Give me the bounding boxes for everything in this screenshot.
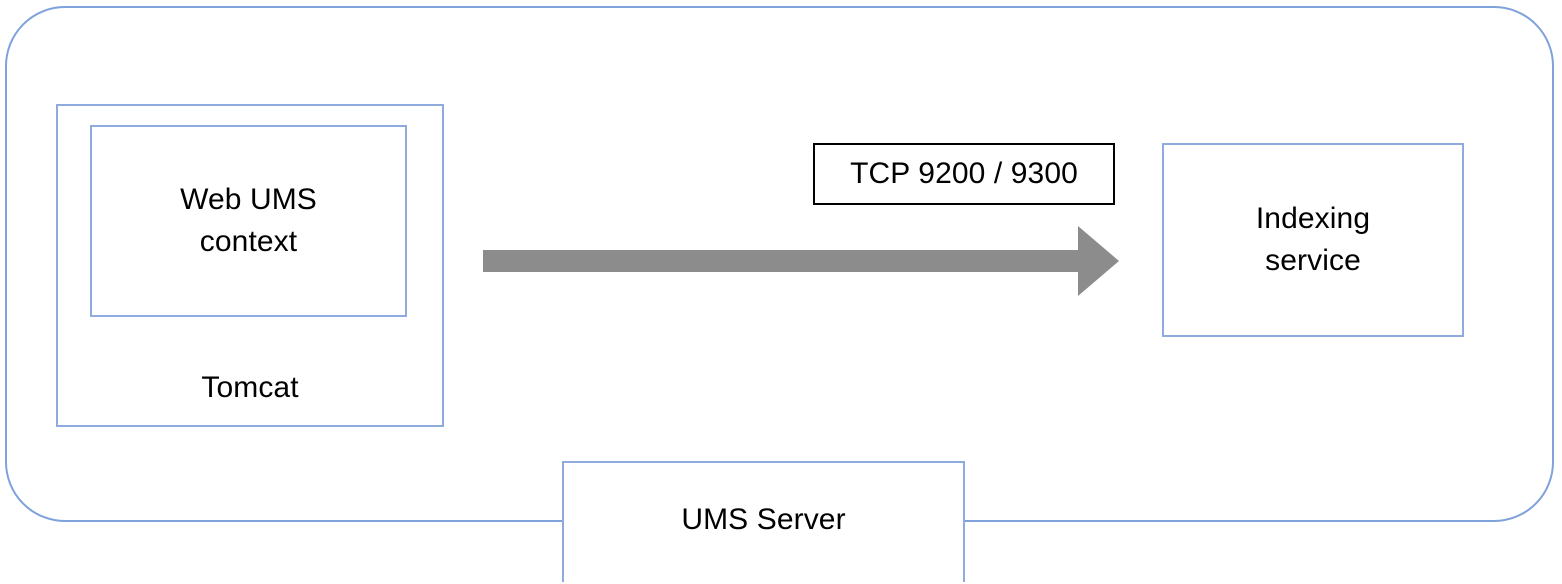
tomcat-label: Tomcat	[201, 371, 299, 404]
ums-server-label: UMS Server	[681, 502, 846, 536]
data-flow-arrow-icon	[483, 226, 1119, 296]
indexing-service-label: Indexing service	[1255, 202, 1371, 277]
web-ums-context-label: Web UMS context	[180, 183, 317, 258]
tcp-port-label-box: TCP 9200 / 9300	[813, 143, 1115, 205]
ums-server-box[interactable]: UMS Server	[562, 461, 965, 582]
tcp-port-label: TCP 9200 / 9300	[850, 157, 1078, 190]
indexing-service-box[interactable]: Indexing service	[1162, 143, 1464, 337]
web-ums-context-box[interactable]: Web UMS context	[90, 125, 407, 317]
